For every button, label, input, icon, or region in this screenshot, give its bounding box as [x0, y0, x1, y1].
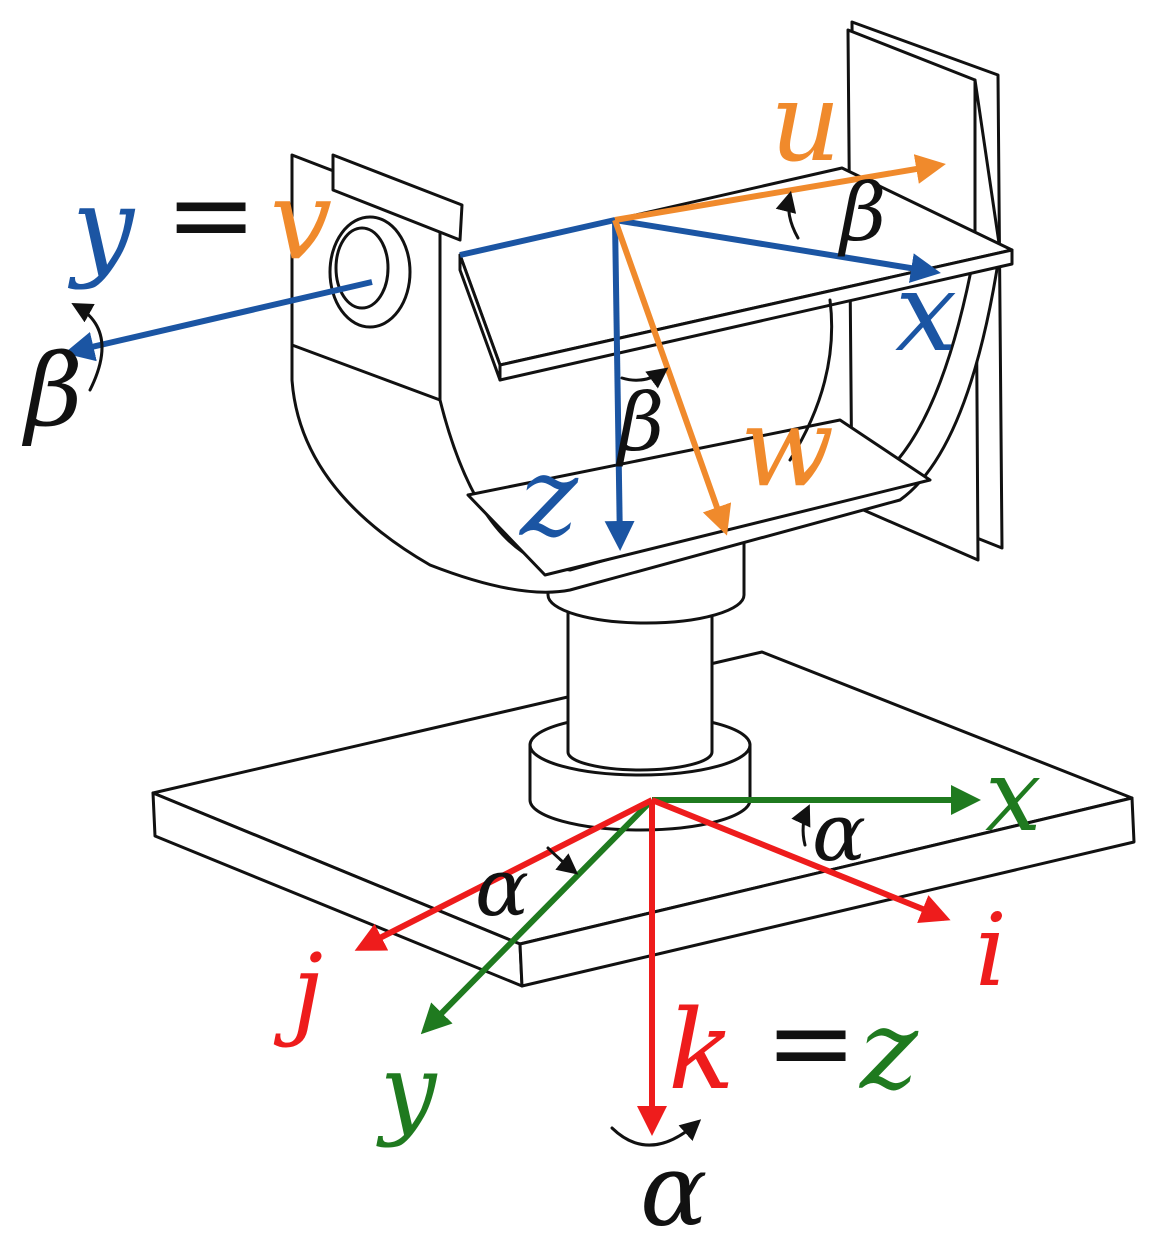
label-top-v: v [270, 156, 332, 284]
cradle-body [290, 20, 1014, 594]
label-base-alpha-right: α [812, 786, 866, 879]
beta-arc-mid [620, 367, 669, 389]
label-base-alpha-bottom: α [640, 1132, 708, 1247]
label-base-z: z [858, 986, 919, 1114]
beta-arc-left [71, 302, 104, 392]
label-top-eq: = [165, 150, 257, 278]
label-top-y: y [67, 163, 136, 291]
bearing-inner [334, 226, 390, 310]
left-plate-edge [331, 153, 464, 242]
label-top-w: w [740, 383, 834, 511]
alpha-arc-bottom [610, 1119, 702, 1147]
label-base-j: j [273, 932, 323, 1049]
label-base-x: x [985, 737, 1041, 854]
cradle-y-axis [64, 279, 373, 362]
label-top-z: z [518, 433, 579, 561]
label-top-beta-mid: β [615, 376, 664, 469]
alpha-arc-right [791, 804, 811, 847]
label-base-alpha-left: α [475, 841, 529, 934]
label-base-y: y [376, 1032, 438, 1149]
base-i-axis [650, 797, 951, 923]
label-top-u: u [770, 58, 841, 186]
cradle-y-axis-back [459, 217, 616, 258]
inner-curve [788, 298, 834, 462]
label-top-beta-u: β [837, 166, 886, 259]
cradle-x-axis [614, 217, 941, 283]
alpha-arc-left [546, 846, 579, 875]
label-base-i: i [975, 892, 1007, 1009]
cradle-axes [64, 154, 946, 551]
beta-arc-top [775, 190, 800, 240]
base-axes [354, 785, 981, 1147]
cradle-floor [466, 418, 932, 577]
base-plate-side [518, 796, 1136, 988]
base-j-axis [354, 797, 654, 951]
label-top-beta-left: β [21, 332, 83, 449]
cradle-z-axis [604, 219, 635, 551]
base-y-axis [420, 797, 655, 1035]
label-base-eq: = [765, 978, 857, 1106]
labels: y = v u β x β β w z x α α j i y k = z α [21, 58, 1041, 1247]
tray-edge-front [498, 248, 1014, 382]
cradle-w-axis [612, 218, 732, 536]
label-base-k: k [668, 986, 735, 1114]
label-top-x: x [895, 248, 957, 376]
column-body [566, 603, 714, 772]
